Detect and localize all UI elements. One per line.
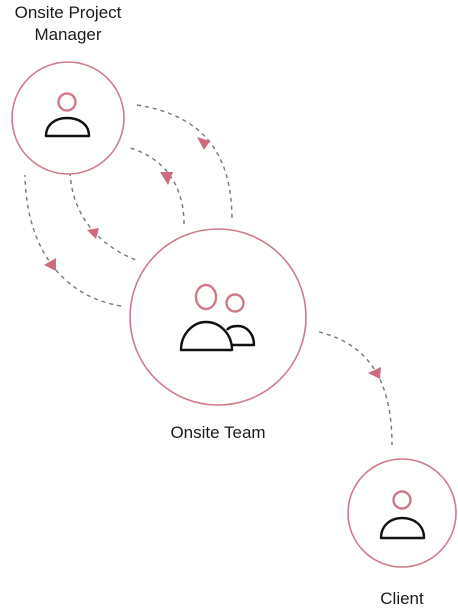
node-client bbox=[347, 458, 457, 568]
group-icon bbox=[179, 283, 256, 352]
connector-pm-to-team-outer bbox=[136, 104, 233, 221]
person-icon bbox=[379, 490, 426, 540]
label-line-1: Onsite Project bbox=[14, 3, 122, 22]
arrow-team-to-client bbox=[368, 367, 381, 379]
label-line-2: Manager bbox=[34, 25, 102, 44]
arrow-team-to-pm-outer bbox=[44, 258, 56, 271]
arrow-team-to-pm-inner bbox=[160, 172, 173, 185]
arrow-pm-to-team-inner bbox=[87, 228, 99, 239]
connector-team-to-pm-inner bbox=[129, 147, 185, 225]
node-onsite-team bbox=[129, 228, 307, 406]
node-label-project-manager: Onsite Project Manager bbox=[0, 2, 136, 46]
node-project-manager bbox=[11, 61, 125, 175]
person-icon bbox=[44, 92, 91, 138]
node-label-client: Client bbox=[380, 589, 424, 608]
connector-team-to-client bbox=[318, 331, 393, 446]
connector-pm-to-team-inner bbox=[69, 171, 137, 261]
connector-team-to-pm-outer bbox=[24, 174, 122, 307]
arrow-pm-to-team-outer bbox=[197, 137, 210, 150]
node-label-onsite-team: Onsite Team bbox=[170, 423, 266, 442]
